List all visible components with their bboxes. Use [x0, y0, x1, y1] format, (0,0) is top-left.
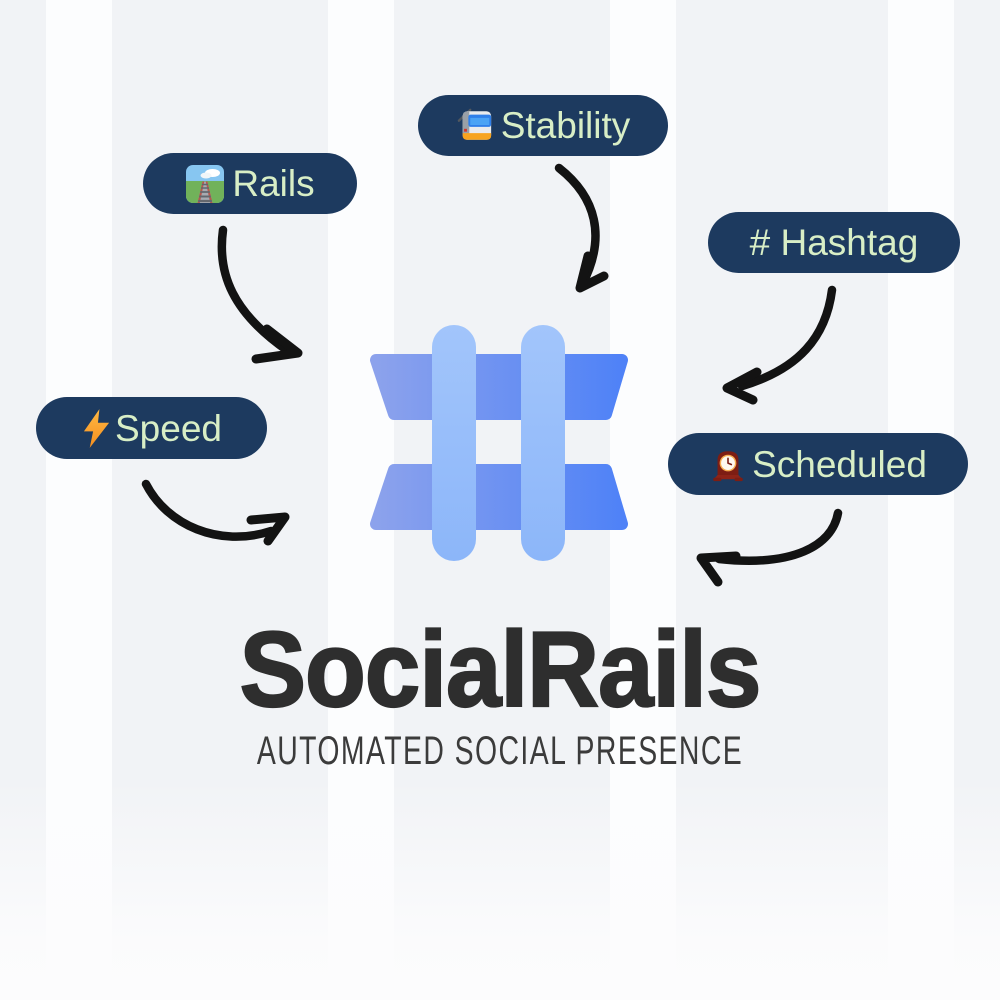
brand-title: SocialRails — [239, 609, 763, 729]
brand-tagline: AUTOMATED SOCIAL PRESENCE — [256, 729, 744, 773]
background-stripe — [888, 0, 954, 1000]
badge-label: Speed — [115, 407, 222, 449]
logo-left-post — [432, 325, 476, 561]
mantel-clock-emoji — [709, 447, 747, 482]
arrow-speed-to-logo — [141, 479, 290, 546]
arrow-scheduled-to-logo — [696, 508, 843, 587]
arrow-hashtag-to-logo — [722, 285, 837, 405]
high-voltage-emoji — [81, 408, 112, 449]
badge-label: # Hashtag — [749, 222, 919, 263]
arrow-rails-to-logo — [217, 225, 303, 364]
light-rail-emoji — [456, 108, 494, 143]
badge-label: Stability — [500, 105, 631, 146]
badge-label: Rails — [232, 163, 315, 204]
badge-stability: Stability — [418, 95, 668, 156]
badge-speed: Speed — [36, 397, 267, 459]
logo-right-post — [521, 325, 565, 561]
logo-top-rail — [370, 354, 628, 420]
background-stripe — [46, 0, 112, 1000]
badge-label: Scheduled — [752, 443, 927, 485]
arrow-stability-to-logo — [554, 163, 609, 293]
badge-scheduled: Scheduled — [668, 433, 968, 495]
hashtag-logo-mark — [370, 325, 628, 561]
badge-hashtag: # Hashtag — [708, 212, 960, 273]
logo-bottom-rail — [370, 464, 628, 530]
railway-track-emoji — [185, 164, 225, 204]
badge-rails: Rails — [143, 153, 357, 214]
